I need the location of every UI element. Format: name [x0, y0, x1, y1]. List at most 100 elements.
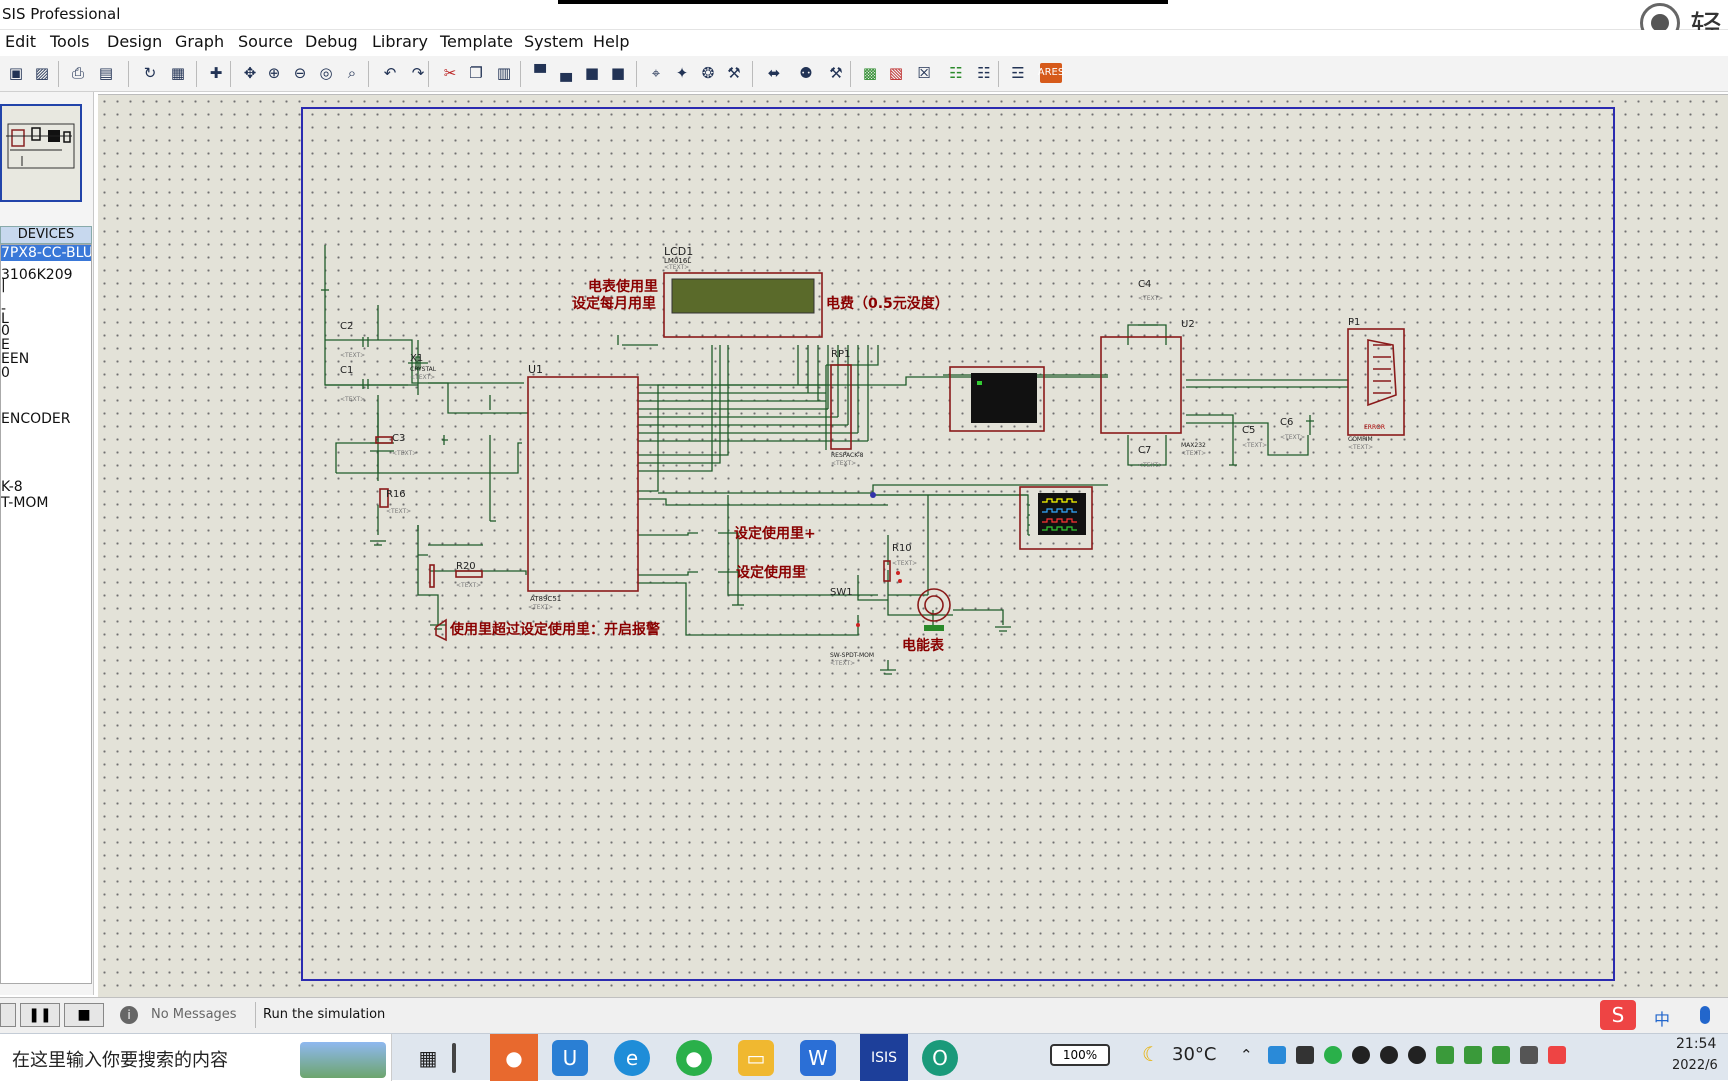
print-icon[interactable]: ⎙	[71, 63, 84, 82]
device-item[interactable]: 0	[1, 323, 10, 339]
remove-sheet-icon[interactable]: ▧	[888, 63, 904, 82]
tray-network-icon[interactable]	[1520, 1046, 1538, 1064]
print-area-icon[interactable]: ▤	[98, 63, 114, 82]
wechat-icon[interactable]: ●	[676, 1040, 712, 1076]
save-all-icon[interactable]: ▨	[34, 63, 50, 82]
task-view-icon[interactable]: ▦	[418, 1046, 438, 1070]
ares-icon[interactable]: ARES	[1038, 63, 1064, 83]
document-app-icon[interactable]: W	[800, 1040, 836, 1076]
app-o-icon[interactable]: O	[922, 1040, 958, 1076]
device-item[interactable]: EEN	[1, 351, 30, 367]
device-item[interactable]: E	[1, 337, 10, 353]
zoom-all-icon[interactable]: ◎	[319, 63, 333, 82]
tray-wechat-icon[interactable]	[1324, 1046, 1342, 1064]
search-tag-icon[interactable]: ⚉	[799, 63, 813, 82]
device-item[interactable]: K-8	[1, 479, 23, 495]
save-icon[interactable]: ▣	[8, 63, 24, 82]
schematic-canvas[interactable]: LCD1 LM016L 电表使用里 设定每月用里 电费（0.5元没度） U1 A…	[98, 94, 1728, 997]
app-u-icon[interactable]: U	[552, 1040, 588, 1076]
device-list[interactable]: 7PX8-CC-BLUE3106K209|-L0EEEN0ENCODERK-8T…	[0, 244, 92, 984]
zoom-out-icon[interactable]: ⊖	[293, 63, 307, 82]
zoom-to-child-icon[interactable]: ☒	[917, 63, 931, 82]
device-item[interactable]: 0	[1, 365, 10, 381]
menu-design[interactable]: Design	[107, 32, 163, 51]
menu-edit[interactable]: Edit	[5, 32, 36, 51]
refresh-icon[interactable]: ↻	[143, 63, 157, 82]
text-placeholder: <TEXT>	[1280, 434, 1305, 441]
package-icon[interactable]: ❂	[701, 63, 715, 82]
netlist-ares-icon[interactable]: ☲	[1011, 63, 1025, 82]
edge-icon[interactable]: e	[614, 1040, 650, 1076]
redo-icon[interactable]: ↷	[411, 63, 425, 82]
tray-green3-icon[interactable]	[1492, 1046, 1510, 1064]
menu-help[interactable]: Help	[593, 32, 630, 51]
pause-button[interactable]: ❚❚	[20, 1003, 60, 1027]
recording-bar	[558, 0, 1168, 4]
paste-icon[interactable]: ▥	[496, 63, 512, 82]
tray-qq3-icon[interactable]	[1408, 1046, 1426, 1064]
menu-tools[interactable]: Tools	[50, 32, 90, 51]
stop-button[interactable]: ■	[64, 1003, 104, 1027]
origin-icon[interactable]: ✚	[209, 63, 223, 82]
menu-source[interactable]: Source	[238, 32, 293, 51]
device-item[interactable]: |	[1, 277, 6, 293]
device-item[interactable]: T-MOM	[1, 495, 49, 511]
block-copy-icon[interactable]: ▀	[534, 63, 546, 82]
bill-of-materials-icon[interactable]: ☷	[949, 63, 963, 82]
zoom-area-icon[interactable]: ⌕	[347, 63, 357, 82]
electrical-rules-icon[interactable]: ☷	[977, 63, 991, 82]
text-placeholder: <TEXT>	[456, 582, 481, 589]
device-item[interactable]: -	[1, 301, 7, 317]
qq-icon[interactable]: ●	[490, 1034, 538, 1081]
device-item-selected[interactable]: 7PX8-CC-BLUE	[1, 245, 91, 261]
mic-icon[interactable]	[1700, 1006, 1710, 1024]
grid-icon[interactable]: ▦	[170, 63, 186, 82]
menu-template[interactable]: Template	[440, 32, 514, 51]
menu-library[interactable]: Library	[372, 32, 428, 51]
messages-status[interactable]: No Messages	[151, 1007, 237, 1022]
tray-qq-icon[interactable]	[1352, 1046, 1370, 1064]
menu-debug[interactable]: Debug	[305, 32, 358, 51]
overview-window[interactable]	[0, 104, 82, 202]
undo-icon[interactable]: ↶	[383, 63, 397, 82]
zoom-in-icon[interactable]: ⊕	[267, 63, 281, 82]
tray-app-icon[interactable]	[1268, 1046, 1286, 1064]
tray-green2-icon[interactable]	[1464, 1046, 1482, 1064]
battery-indicator[interactable]: 100%	[1050, 1044, 1110, 1066]
ime-mode[interactable]: 中	[1654, 1010, 1671, 1029]
property-assign-icon[interactable]: ⚒	[829, 63, 843, 82]
step-button[interactable]	[0, 1003, 16, 1027]
tray-expand-icon[interactable]: ⌃	[1240, 1046, 1253, 1064]
lcd-part: LM016L	[664, 257, 691, 265]
copy-icon[interactable]: ❐	[469, 63, 483, 82]
device-item[interactable]: L	[1, 311, 9, 327]
wire-autorouter-icon[interactable]: ⬌	[767, 63, 781, 82]
file-explorer-icon[interactable]: ▭	[738, 1040, 774, 1076]
block-delete-icon[interactable]: ■	[610, 63, 626, 82]
device-item[interactable]: ENCODER	[1, 411, 71, 427]
device-item[interactable]: 3106K209	[1, 267, 73, 283]
pick-device-icon[interactable]: ⌖	[651, 63, 661, 82]
cut-icon[interactable]: ✂	[443, 63, 457, 82]
pan-icon[interactable]: ✥	[243, 63, 257, 82]
tray-mic-icon[interactable]	[1296, 1046, 1314, 1064]
decompose-icon[interactable]: ⚒	[727, 63, 741, 82]
tray-qq2-icon[interactable]	[1380, 1046, 1398, 1064]
text-placeholder: <TEXT>	[340, 396, 365, 403]
weather-temp[interactable]: 30°C	[1172, 1044, 1217, 1065]
menu-system[interactable]: System	[524, 32, 584, 51]
block-rotate-icon[interactable]: ■	[584, 63, 600, 82]
tray-green-icon[interactable]	[1436, 1046, 1454, 1064]
status-divider	[255, 1002, 256, 1028]
menu-graph[interactable]: Graph	[175, 32, 225, 51]
new-sheet-icon[interactable]: ▩	[862, 63, 878, 82]
taskbar-search[interactable]: 在这里输入你要搜索的内容	[0, 1034, 392, 1081]
clock-time[interactable]: 21:54	[1676, 1036, 1717, 1052]
sogou-ime-icon[interactable]: S	[1600, 1000, 1636, 1030]
tray-sogou-icon[interactable]	[1548, 1046, 1566, 1064]
block-move-icon[interactable]: ▄	[560, 63, 572, 82]
clock-date[interactable]: 2022/6	[1672, 1058, 1718, 1073]
isis-icon[interactable]: ISIS	[860, 1034, 908, 1081]
make-device-icon[interactable]: ✦	[675, 63, 689, 82]
toolbar-separator	[998, 61, 999, 87]
